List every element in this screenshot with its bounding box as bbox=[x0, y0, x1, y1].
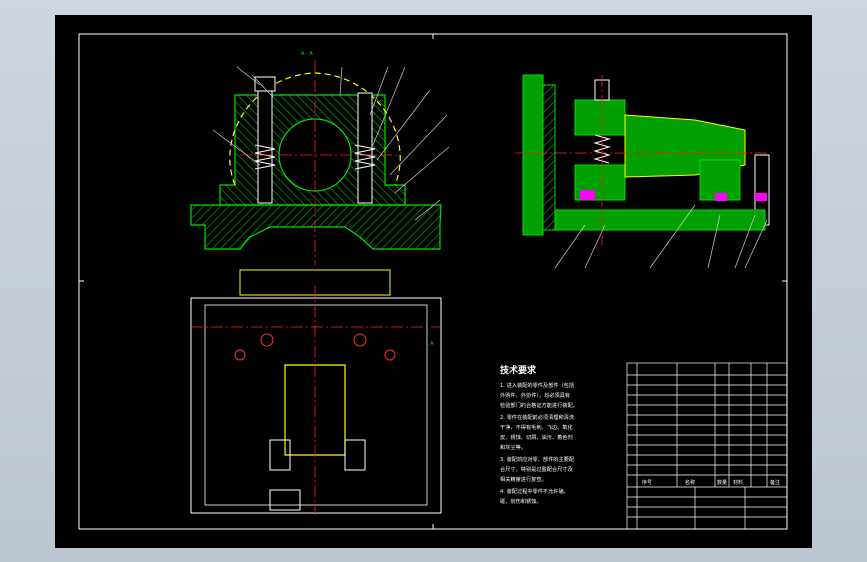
title-block[interactable] bbox=[626, 362, 788, 530]
header-cell: 材料 bbox=[733, 479, 743, 486]
header-cell: 序号 bbox=[642, 479, 652, 486]
tech-req-line: 合尺寸，特别是过盈配合尺寸及 bbox=[500, 465, 573, 473]
tech-req-line: 检验部门的合格证方能进行装配。 bbox=[500, 401, 578, 409]
section-label: A - A bbox=[301, 51, 313, 57]
top-hole bbox=[384, 349, 396, 361]
spring-right bbox=[354, 144, 376, 170]
side-marker bbox=[715, 193, 727, 201]
side-spring bbox=[593, 134, 611, 164]
assembly-drawing: A - A bbox=[78, 33, 788, 530]
tech-req-line: 和灰尘等。 bbox=[500, 443, 526, 451]
callout-leaders-front bbox=[212, 66, 450, 221]
tech-req-title: 技术要求 bbox=[500, 364, 537, 376]
front-section-view[interactable]: A - A bbox=[190, 51, 450, 265]
top-view-frame bbox=[190, 297, 442, 514]
tech-req-line: 外购件、外协件），均必须具有 bbox=[500, 391, 570, 399]
title-block-header: 序号 名称 数量 材料 备注 bbox=[642, 479, 780, 486]
side-plate bbox=[522, 74, 544, 236]
top-hole bbox=[260, 333, 274, 347]
technical-requirements: 技术要求 1. 进入装配的零件及部件（包括 外购件、外协件），均必须具有 检验部… bbox=[500, 364, 578, 505]
bolt-left bbox=[257, 76, 273, 204]
top-block bbox=[269, 439, 291, 471]
tech-req-line: 碰、划伤和锈蚀。 bbox=[500, 497, 542, 505]
tech-req-line: 干净，不得有毛刺、飞边、氧化 bbox=[500, 423, 573, 431]
top-block bbox=[269, 489, 301, 511]
side-base bbox=[554, 209, 766, 231]
base-plate bbox=[190, 204, 442, 250]
top-hole bbox=[234, 349, 246, 361]
tech-req-line: 1. 进入装配的零件及部件（包括 bbox=[500, 381, 574, 389]
bolt-head-left bbox=[254, 76, 276, 92]
side-plate-hatch bbox=[542, 84, 556, 231]
header-cell: 数量 bbox=[717, 479, 727, 486]
top-view-inner bbox=[204, 304, 428, 506]
callout-leaders-side bbox=[554, 204, 768, 269]
tech-req-line: 皮、锈蚀、切屑、油污、着色剂 bbox=[500, 433, 573, 441]
tech-req-line: 2. 零件在装配前必须清理和清洗 bbox=[500, 413, 575, 421]
clamp-block-top bbox=[574, 99, 626, 136]
tech-req-line: 3. 装配前应对零、部件的主要配 bbox=[500, 455, 575, 463]
tech-req-line: 4. 装配过程中零件不允许磕、 bbox=[500, 487, 569, 495]
view-marker-right: A bbox=[430, 341, 434, 347]
tech-req-line: 相关精度进行复查。 bbox=[500, 475, 547, 483]
side-marker bbox=[580, 190, 595, 200]
outline-dashed bbox=[229, 72, 401, 186]
header-cell: 备注 bbox=[770, 479, 780, 486]
top-block bbox=[344, 439, 366, 471]
clamp-block-bottom bbox=[574, 164, 626, 201]
drawing-canvas[interactable]: A - A bbox=[55, 15, 812, 548]
spring-left bbox=[254, 144, 276, 170]
header-cell: 名称 bbox=[685, 479, 695, 486]
top-view[interactable]: A bbox=[190, 269, 442, 515]
title-block-frame bbox=[626, 362, 788, 530]
top-hole bbox=[353, 333, 367, 347]
side-view[interactable] bbox=[515, 74, 775, 269]
side-marker bbox=[755, 193, 767, 201]
